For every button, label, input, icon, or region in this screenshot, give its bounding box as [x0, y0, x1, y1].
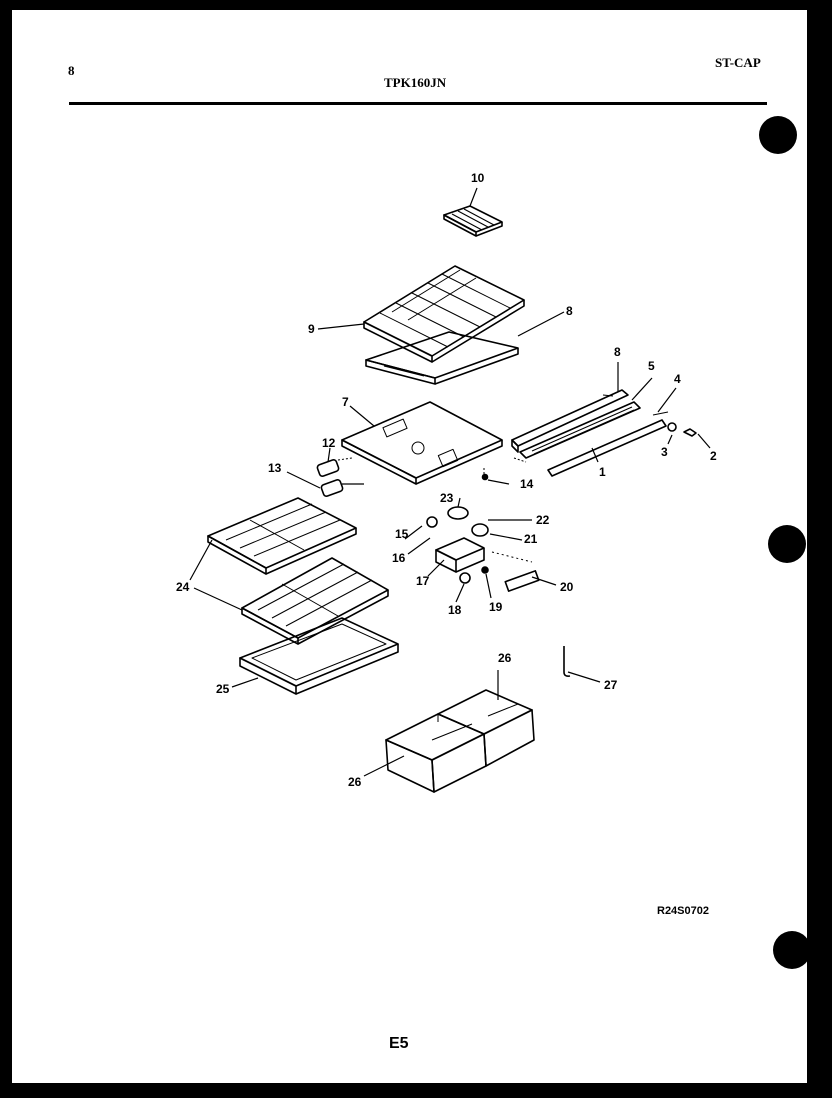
page-label: E5 [389, 1035, 409, 1052]
part-12-13-brackets [286, 447, 364, 498]
exploded-parts-diagram: 10 9 8 8 5 4 7 12 13 3 2 1 14 23 22 15 2… [176, 171, 717, 793]
callout-26-lower: 26 [348, 775, 362, 789]
part-9-shelf [317, 265, 525, 363]
callout-9: 9 [308, 322, 315, 336]
part-25-frame [231, 617, 399, 695]
callout-8-right: 8 [614, 345, 621, 359]
callout-13: 13 [268, 461, 282, 475]
callout-20: 20 [560, 580, 574, 594]
callout-18: 18 [448, 603, 462, 617]
callout-3: 3 [661, 445, 668, 459]
callout-12: 12 [322, 436, 336, 450]
section-code: ST-CAP [715, 55, 761, 70]
callout-1: 1 [599, 465, 606, 479]
binder-hole-bottom [773, 931, 811, 969]
callout-15-left: 15 [395, 527, 409, 541]
part-26-drawers [363, 670, 535, 793]
callout-2: 2 [710, 449, 717, 463]
drawing-number: R24S0702 [657, 905, 709, 917]
callout-22: 22 [536, 513, 550, 527]
diagram-sheet: 8 TPK160JN ST-CAP [12, 10, 811, 1083]
part-8-frame [365, 311, 565, 385]
callout-24: 24 [176, 580, 190, 594]
callout-27: 27 [604, 678, 618, 692]
callout-25: 25 [216, 682, 230, 696]
part-15-23-control [404, 497, 557, 603]
part-24-shelves [189, 497, 389, 645]
callout-17: 17 [416, 574, 430, 588]
part-27-pin [563, 646, 601, 683]
callout-10: 10 [471, 171, 485, 185]
part-10-grille [443, 187, 503, 237]
callout-8-upper: 8 [566, 304, 573, 318]
callout-19: 19 [489, 600, 503, 614]
callout-21: 21 [524, 532, 538, 546]
callout-16: 16 [392, 551, 406, 565]
callout-26-upper: 26 [498, 651, 512, 665]
callout-14: 14 [520, 477, 534, 491]
callout-5: 5 [648, 359, 655, 373]
callout-4: 4 [674, 372, 681, 386]
binder-hole-top [759, 116, 797, 154]
part-1-6-rails [511, 362, 711, 477]
callout-7: 7 [342, 395, 349, 409]
model-number: TPK160JN [384, 75, 447, 90]
part-7-cover [341, 401, 510, 485]
binder-hole-middle [768, 525, 806, 563]
page-number: 8 [68, 63, 75, 78]
callout-23: 23 [440, 491, 454, 505]
header-rule [69, 102, 767, 105]
